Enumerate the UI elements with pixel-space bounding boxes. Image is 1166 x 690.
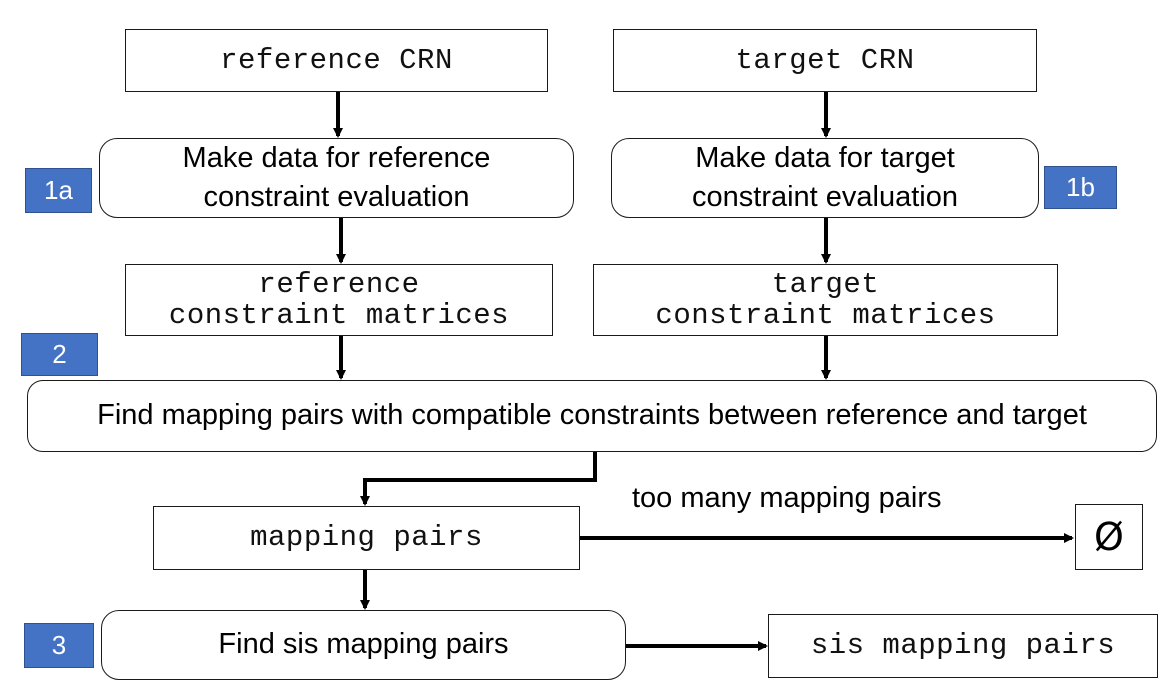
make-target-data-line2: constraint evaluation	[692, 181, 958, 213]
sis-mapping-pairs-box: sis mapping pairs	[768, 614, 1158, 678]
target-crn-label: target CRN	[735, 43, 915, 77]
reference-matrices-line1: reference	[258, 267, 420, 301]
sis-mapping-pairs-label: sis mapping pairs	[810, 629, 1116, 663]
make-reference-data-box: Make data for reference constraint evalu…	[99, 138, 574, 218]
find-mapping-pairs-box: Find mapping pairs with compatible const…	[27, 380, 1157, 452]
empty-set-symbol: Ø	[1094, 515, 1124, 559]
mapping-pairs-label: mapping pairs	[250, 521, 483, 555]
target-crn-box: target CRN	[613, 29, 1037, 92]
make-target-data-box: Make data for target constraint evaluati…	[611, 138, 1039, 218]
make-target-data-line1: Make data for target	[695, 141, 955, 174]
reference-matrices-line2: constraint matrices	[168, 299, 510, 332]
too-many-mapping-pairs-label: too many mapping pairs	[632, 482, 942, 514]
find-sis-mapping-pairs-box: Find sis mapping pairs	[101, 610, 626, 680]
target-matrices-line1: target	[771, 267, 880, 301]
make-reference-data-line1: Make data for reference	[182, 141, 491, 174]
make-reference-data-line2: constraint evaluation	[203, 181, 470, 213]
step-badge-2: 2	[21, 333, 98, 376]
find-mapping-pairs-label: Find mapping pairs with compatible const…	[97, 399, 1087, 432]
find-sis-mapping-pairs-label: Find sis mapping pairs	[218, 628, 509, 661]
target-matrices-box: target constraint matrices	[593, 264, 1058, 336]
arrow-find-to-mapping-pairs	[360, 452, 597, 506]
step-badge-3: 3	[24, 623, 94, 668]
step-badge-1b: 1b	[1044, 166, 1117, 209]
empty-set-box: Ø	[1075, 504, 1143, 570]
reference-crn-label: reference CRN	[220, 43, 453, 77]
target-matrices-line2: constraint matrices	[655, 299, 996, 332]
reference-crn-box: reference CRN	[125, 29, 548, 92]
reference-matrices-box: reference constraint matrices	[125, 264, 553, 336]
step-badge-1a: 1a	[25, 168, 92, 213]
mapping-pairs-box: mapping pairs	[153, 506, 580, 570]
